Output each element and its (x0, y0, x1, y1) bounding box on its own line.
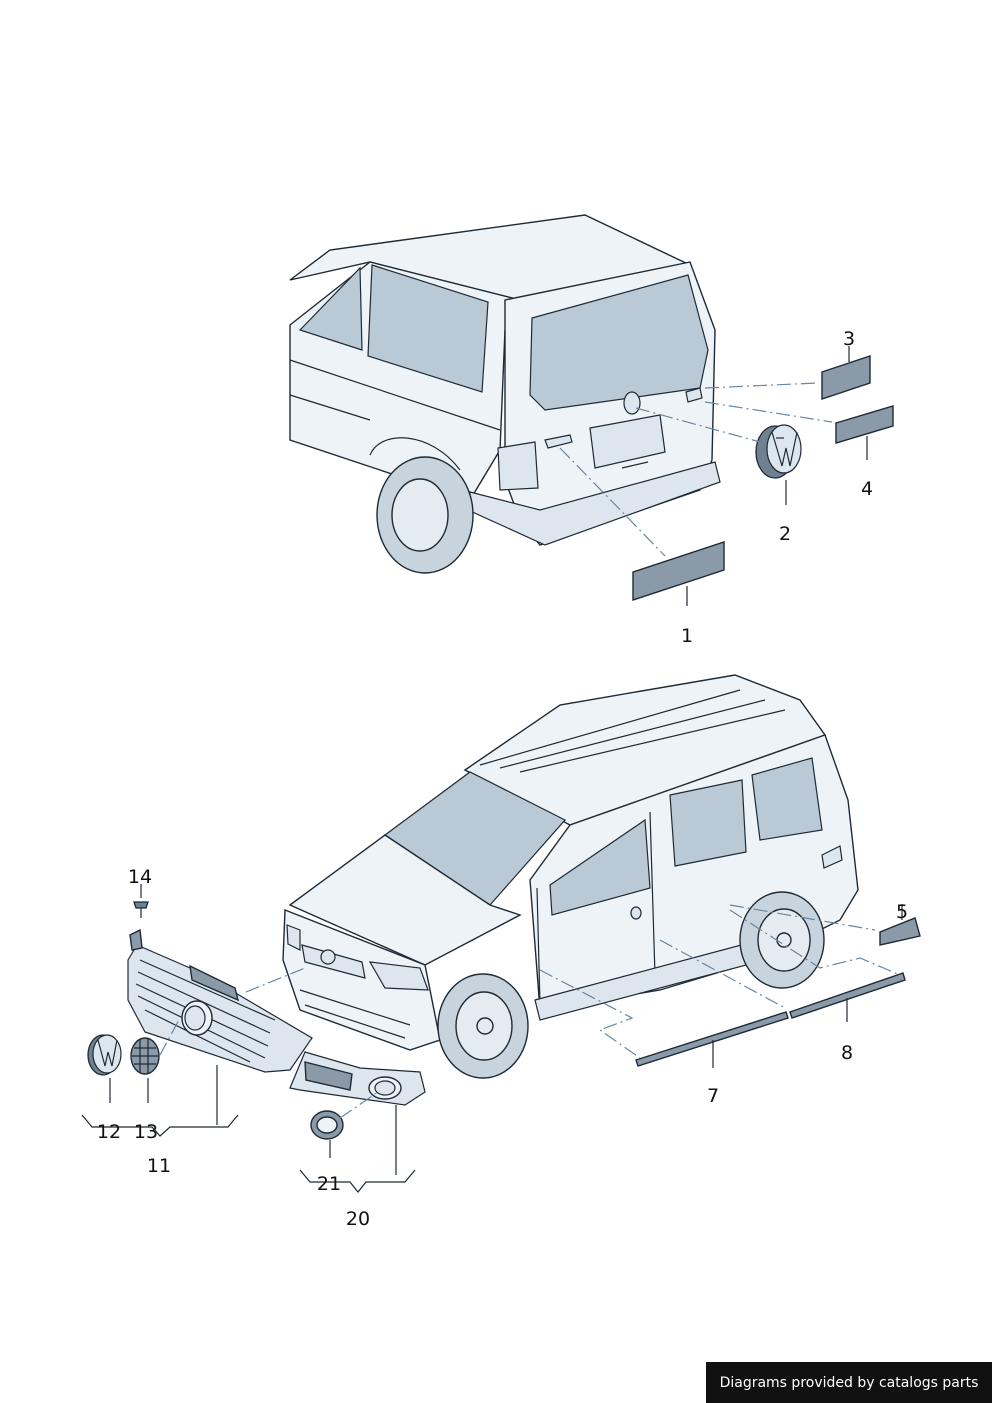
part-8-side-moulding[interactable] (789, 972, 906, 1019)
callout-13: 13 (134, 1121, 158, 1143)
credit-banner[interactable]: Diagrams provided by catalogs parts (706, 1362, 992, 1403)
part-20-fog-light-grille[interactable] (289, 1051, 426, 1106)
callout-7: 7 (707, 1085, 719, 1107)
leader-11-dash (245, 967, 306, 993)
callout-4: 4 (861, 478, 873, 500)
part-1-rear-strip[interactable] (632, 541, 725, 601)
leader-13-dash (159, 1017, 181, 1056)
rear-vehicle-illustration (289, 214, 721, 574)
part-14-screw[interactable] (133, 901, 149, 918)
part-5-trim[interactable] (879, 917, 921, 946)
callout-14: 14 (128, 866, 152, 888)
callout-21: 21 (317, 1173, 341, 1195)
part-21-ring[interactable] (310, 1110, 344, 1140)
callout-8: 8 (841, 1042, 853, 1064)
part-11-radiator-grille[interactable] (127, 928, 313, 1073)
callout-12: 12 (97, 1121, 121, 1143)
callout-20: 20 (346, 1208, 370, 1230)
part-2-rear-emblem[interactable] (755, 424, 802, 479)
leader-1-dash (559, 447, 666, 557)
callout-5: 5 (896, 901, 908, 923)
part-7-side-moulding[interactable] (635, 1011, 789, 1067)
part-12-front-emblem[interactable] (87, 1034, 122, 1076)
leader-5-dash (729, 904, 876, 931)
callout-11: 11 (147, 1155, 171, 1177)
callout-1: 1 (681, 625, 693, 647)
leader-3-dash (704, 382, 819, 389)
front-vehicle-illustration (282, 674, 859, 1079)
leader-8-dash (729, 909, 901, 976)
leader-2-dash (635, 407, 761, 443)
callout-3: 3 (843, 328, 855, 350)
leader-21-dash (339, 1091, 379, 1119)
part-4-lettering[interactable] (835, 405, 894, 444)
part-3-lettering[interactable] (821, 355, 871, 400)
leader-7-dash (539, 969, 641, 1059)
part-13-mesh-cap[interactable] (130, 1037, 160, 1075)
bracket-11 (81, 1114, 239, 1137)
callout-2: 2 (779, 523, 791, 545)
bracket-20 (299, 1169, 416, 1193)
leader-4-dash (704, 401, 833, 423)
